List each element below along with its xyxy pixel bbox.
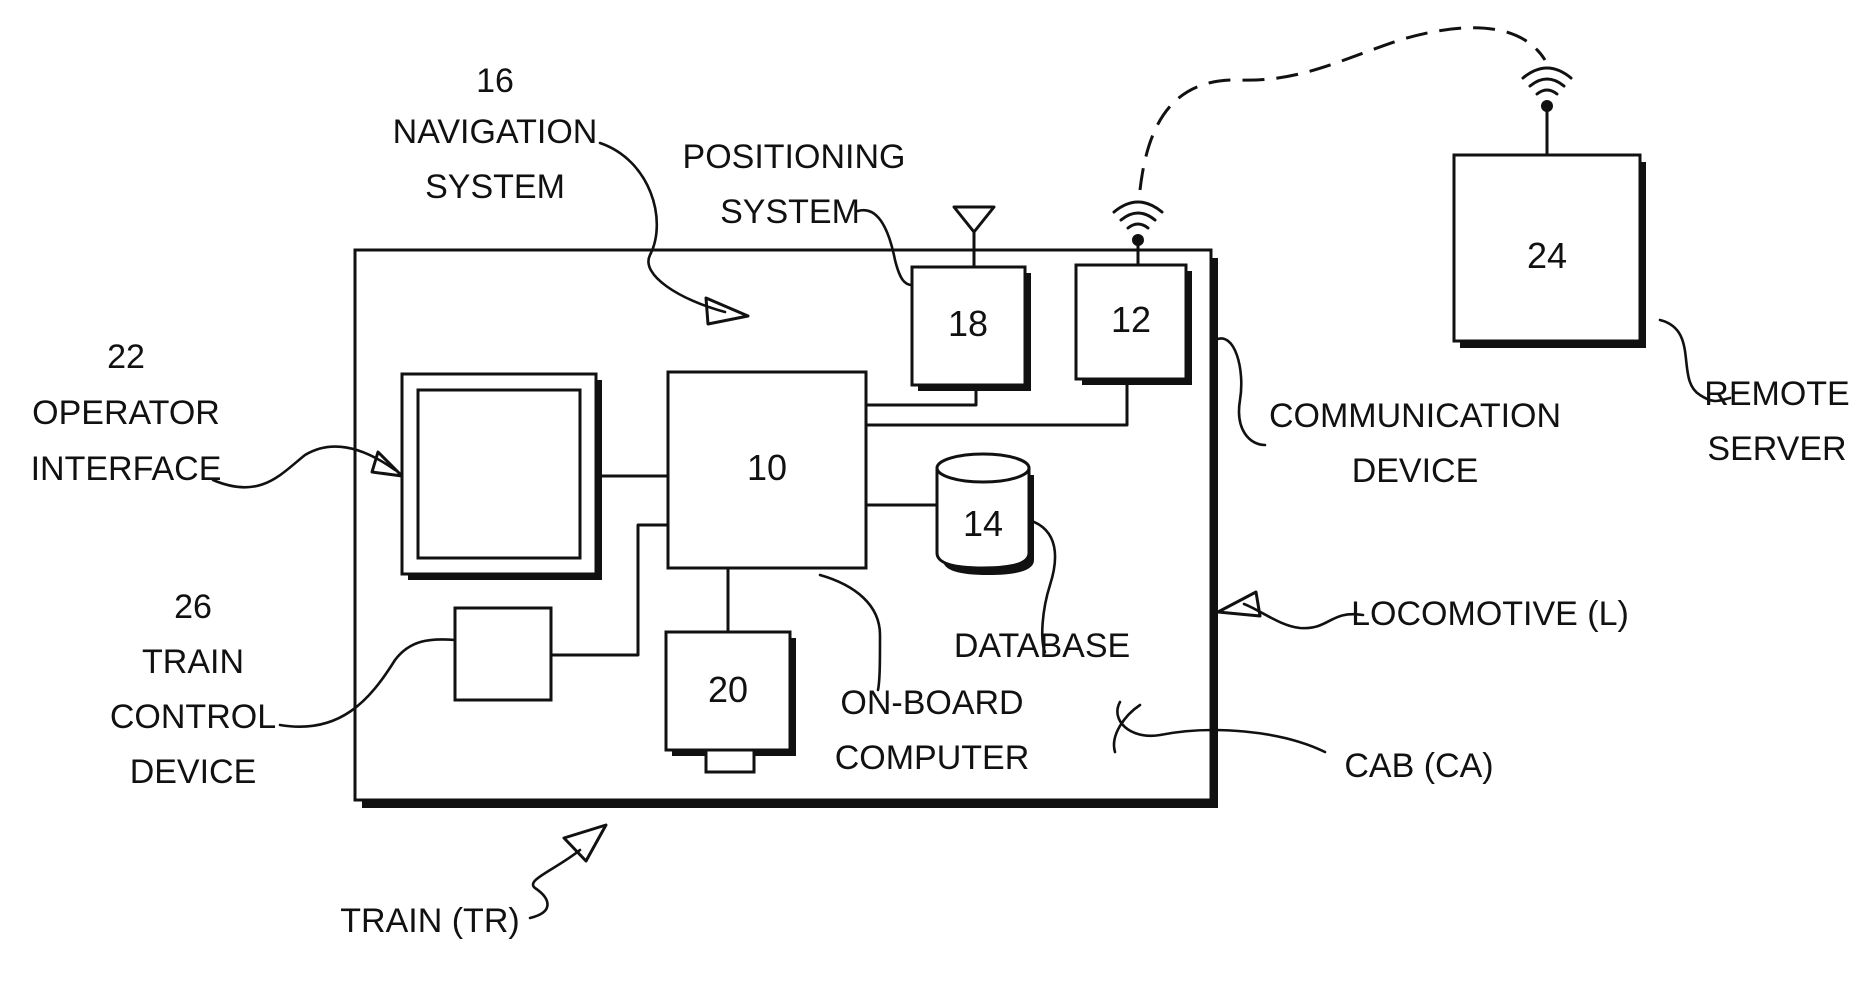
on-board-computer-label-line1: ON-BOARD — [840, 684, 1023, 722]
operator-interface-number: 22 — [107, 338, 145, 376]
nav-system-label-line1: NAVIGATION — [393, 113, 598, 151]
nav-system-number: 16 — [476, 62, 514, 100]
train-control-label-line3: DEVICE — [130, 753, 257, 791]
positioning-block: 18 — [912, 267, 1031, 391]
comm-device-block: 12 — [1076, 265, 1192, 385]
operator-interface-label-line2: INTERFACE — [31, 450, 222, 488]
train-control-label-line2: CONTROL — [110, 698, 276, 736]
remote-wireless-signal-icon — [1523, 68, 1571, 112]
nav-system-label-line2: SYSTEM — [425, 168, 565, 206]
positioning-number: 18 — [948, 303, 988, 344]
block-20: 20 — [666, 632, 796, 772]
operator-interface-monitor — [402, 374, 602, 580]
remote-server-number: 24 — [1527, 235, 1567, 276]
operator-interface-label-line1: OPERATOR — [32, 394, 220, 432]
train-label: TRAIN (TR) — [340, 902, 519, 940]
computer-block: 10 — [668, 372, 866, 568]
train-control-number: 26 — [174, 588, 212, 626]
comm-device-label-line1: COMMUNICATION — [1269, 397, 1561, 435]
database-cylinder: 14 — [937, 454, 1034, 575]
block-20-number: 20 — [708, 669, 748, 710]
train-control-device-box — [455, 608, 551, 700]
database-number: 14 — [963, 503, 1003, 544]
remote-server-block: 24 — [1454, 155, 1646, 348]
positioning-label-line1: POSITIONING — [683, 138, 906, 176]
positioning-label-line2: SYSTEM — [720, 193, 860, 231]
cab-label: CAB (CA) — [1344, 747, 1493, 785]
remote-server-label-line1: REMOTE — [1704, 375, 1849, 413]
comm-device-number: 12 — [1111, 299, 1151, 340]
on-board-computer-label-line2: COMPUTER — [835, 739, 1030, 777]
antenna-icon — [954, 207, 994, 232]
database-label: DATABASE — [954, 627, 1130, 665]
computer-number: 10 — [747, 447, 787, 488]
comm-device-label-line2: DEVICE — [1352, 452, 1479, 490]
locomotive-label: LOCOMOTIVE (L) — [1351, 595, 1629, 633]
remote-server-label-line2: SERVER — [1707, 430, 1846, 468]
wireless-signal-icon — [1114, 202, 1162, 246]
train-control-label-line1: TRAIN — [142, 643, 244, 681]
